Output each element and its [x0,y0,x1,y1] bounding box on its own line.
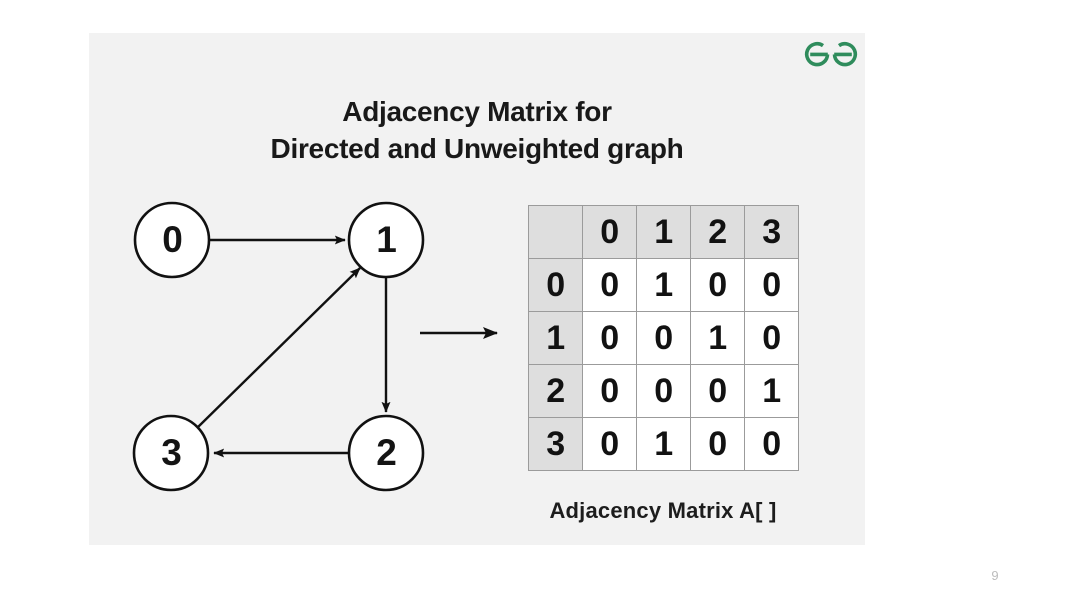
matrix-col-header-2: 2 [690,205,745,259]
geeksforgeeks-logo [803,36,859,72]
matrix-row-header-0: 0 [528,258,583,312]
graph-node-1[interactable] [347,201,425,279]
matrix-cell-1-0: 0 [582,311,637,365]
graph-node-3-label: 3 [161,432,182,473]
gfg-logo-icon [804,42,858,67]
matrix-header-row: 0 1 2 3 [528,205,799,259]
matrix-col-header-1: 1 [636,205,691,259]
matrix-cell-0-3: 0 [744,258,799,312]
page-title: Adjacency Matrix for Directed and Unweig… [89,93,865,167]
matrix-cell-0-1: 1 [636,258,691,312]
graph-node-2-label: 2 [376,432,397,473]
graph-node-3[interactable] [132,414,210,492]
matrix-cell-1-3: 0 [744,311,799,365]
title-line-2: Directed and Unweighted graph [270,133,684,164]
matrix-caption: Adjacency Matrix A[ ] [549,498,777,523]
matrix-cell-1-2: 1 [690,311,745,365]
matrix-cell-3-3: 0 [744,417,799,471]
graph-node-0[interactable] [133,201,211,279]
matrix-row: 3 0 1 0 0 [528,417,799,471]
matrix-cell-0-2: 0 [690,258,745,312]
adjacency-matrix-table: 0 1 2 3 0 0 1 0 0 1 0 0 1 0 2 0 0 0 1 3 [528,205,799,471]
matrix-row: 0 0 1 0 0 [528,258,799,312]
matrix-cell-3-1: 1 [636,417,691,471]
matrix-cell-3-0: 0 [582,417,637,471]
transform-arrow-icon [420,327,498,339]
matrix-col-header-3: 3 [744,205,799,259]
matrix-cell-2-2: 0 [690,364,745,418]
page-number: 9 [991,568,999,583]
matrix-cell-1-1: 0 [636,311,691,365]
edge-3-to-1 [196,267,361,429]
matrix-row-header-3: 3 [528,417,583,471]
graph-diagram: 0 1 3 2 [110,190,530,510]
matrix-cell-0-0: 0 [582,258,637,312]
matrix-row-header-2: 2 [528,364,583,418]
matrix-cell-3-2: 0 [690,417,745,471]
matrix-cell-2-3: 1 [744,364,799,418]
transform-arrow [415,315,515,351]
title-line-1: Adjacency Matrix for [342,96,612,127]
graph-node-1-label: 1 [376,219,397,260]
matrix-cell-2-0: 0 [582,364,637,418]
matrix-row: 2 0 0 0 1 [528,364,799,418]
graph-node-2[interactable] [347,414,425,492]
matrix-row: 1 0 0 1 0 [528,311,799,365]
matrix-row-header-1: 1 [528,311,583,365]
matrix-col-header-0: 0 [582,205,637,259]
graph-svg [132,201,425,492]
graph-node-0-label: 0 [162,219,183,260]
matrix-corner-cell [528,205,583,259]
matrix-cell-2-1: 0 [636,364,691,418]
